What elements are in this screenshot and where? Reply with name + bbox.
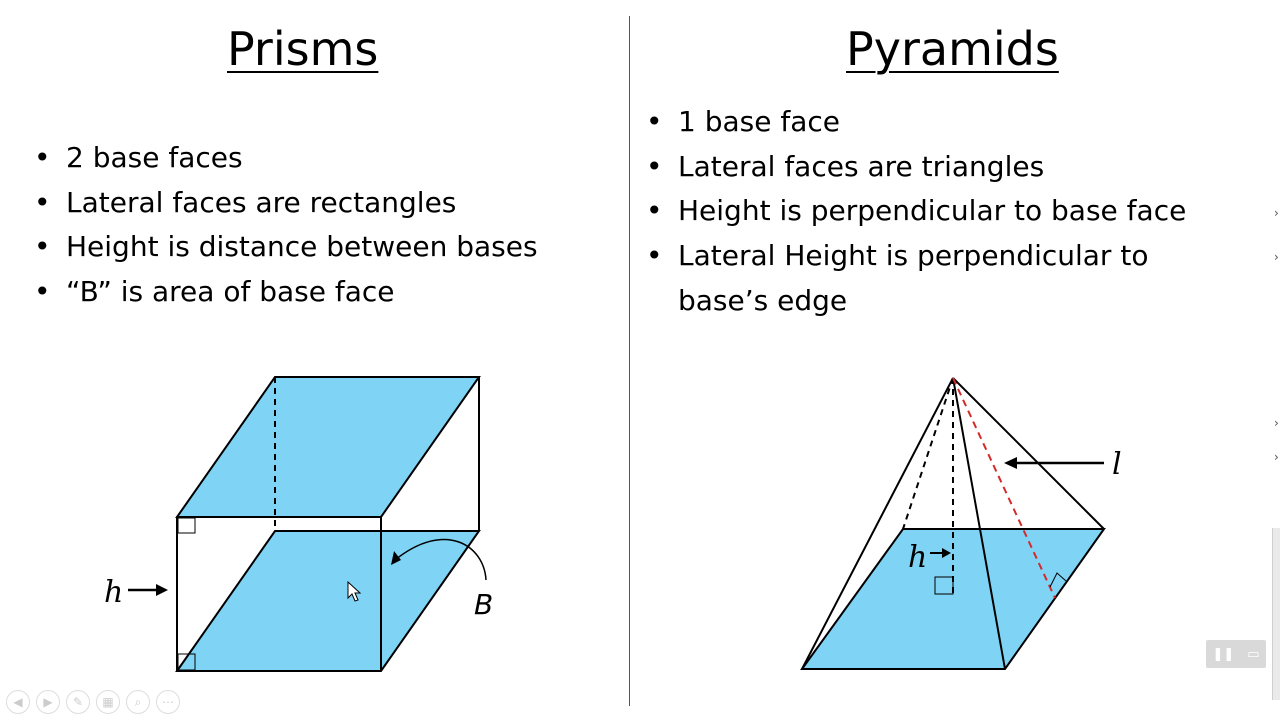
pyramid-bullet: Lateral faces are triangles — [646, 145, 1236, 190]
prism-diagram — [128, 376, 487, 672]
right-angle-marker — [1049, 572, 1067, 588]
slideshow-controls: ◀ ▶ ✎ ▦ ⌕ ⋯ — [6, 690, 180, 714]
pyramid-base-face — [800, 528, 1106, 670]
prisms-title: Prisms — [227, 22, 379, 76]
next-icon[interactable]: ▶ — [36, 690, 60, 714]
prism-bullet: Height is distance between bases — [34, 225, 604, 270]
pyramid-bullet: Lateral Height is perpendicular to base’… — [646, 234, 1236, 323]
prism-bullet-list: 2 base faces Lateral faces are rectangle… — [34, 136, 604, 315]
right-angle-marker — [934, 576, 954, 595]
arrowhead-icon — [1004, 457, 1017, 469]
arrowhead-icon — [156, 584, 168, 596]
base-arrow-arc — [394, 538, 487, 581]
pen-icon[interactable]: ✎ — [66, 690, 90, 714]
prism-bullet: Lateral faces are rectangles — [34, 181, 604, 226]
edge-artifact: › — [1274, 416, 1279, 430]
screen-icon[interactable]: ▭ — [1247, 646, 1260, 662]
arrowhead-icon — [391, 551, 401, 565]
prism-bottom-face — [175, 530, 481, 672]
prism-top-face — [175, 376, 481, 518]
pyramid-diagram — [800, 377, 1106, 670]
more-icon[interactable]: ⋯ — [156, 690, 180, 714]
side-panel-edge — [1272, 528, 1280, 700]
edge-artifact: › — [1274, 450, 1279, 464]
previous-icon[interactable]: ◀ — [6, 690, 30, 714]
video-overlay-controls[interactable]: ❚❚ ▭ — [1206, 640, 1266, 668]
arrowhead-icon — [942, 548, 951, 558]
prism-bullet: “B” is area of base face — [34, 270, 604, 315]
prism-bullet: 2 base faces — [34, 136, 604, 181]
prism-height-label: h — [104, 575, 123, 610]
pyramid-bullet-list: 1 base face Lateral faces are triangles … — [646, 100, 1236, 324]
pyramid-bullet: Height is perpendicular to base face — [646, 189, 1236, 234]
lateral-height-label: l — [1112, 447, 1122, 482]
slides-icon[interactable]: ▦ — [96, 690, 120, 714]
edge-artifact: › — [1274, 206, 1279, 220]
pyramid-height-label: h — [908, 540, 927, 575]
lateral-height-line — [952, 377, 1056, 599]
edge-artifact: › — [1274, 250, 1279, 264]
pause-icon[interactable]: ❚❚ — [1212, 646, 1235, 662]
pyramids-title: Pyramids — [846, 22, 1059, 76]
prism-base-label: B — [474, 588, 493, 621]
right-angle-marker — [177, 653, 196, 671]
mouse-cursor-icon — [347, 580, 362, 602]
column-divider — [629, 16, 630, 706]
zoom-icon[interactable]: ⌕ — [126, 690, 150, 714]
right-angle-marker — [177, 517, 196, 534]
pyramid-bullet: 1 base face — [646, 100, 1236, 145]
